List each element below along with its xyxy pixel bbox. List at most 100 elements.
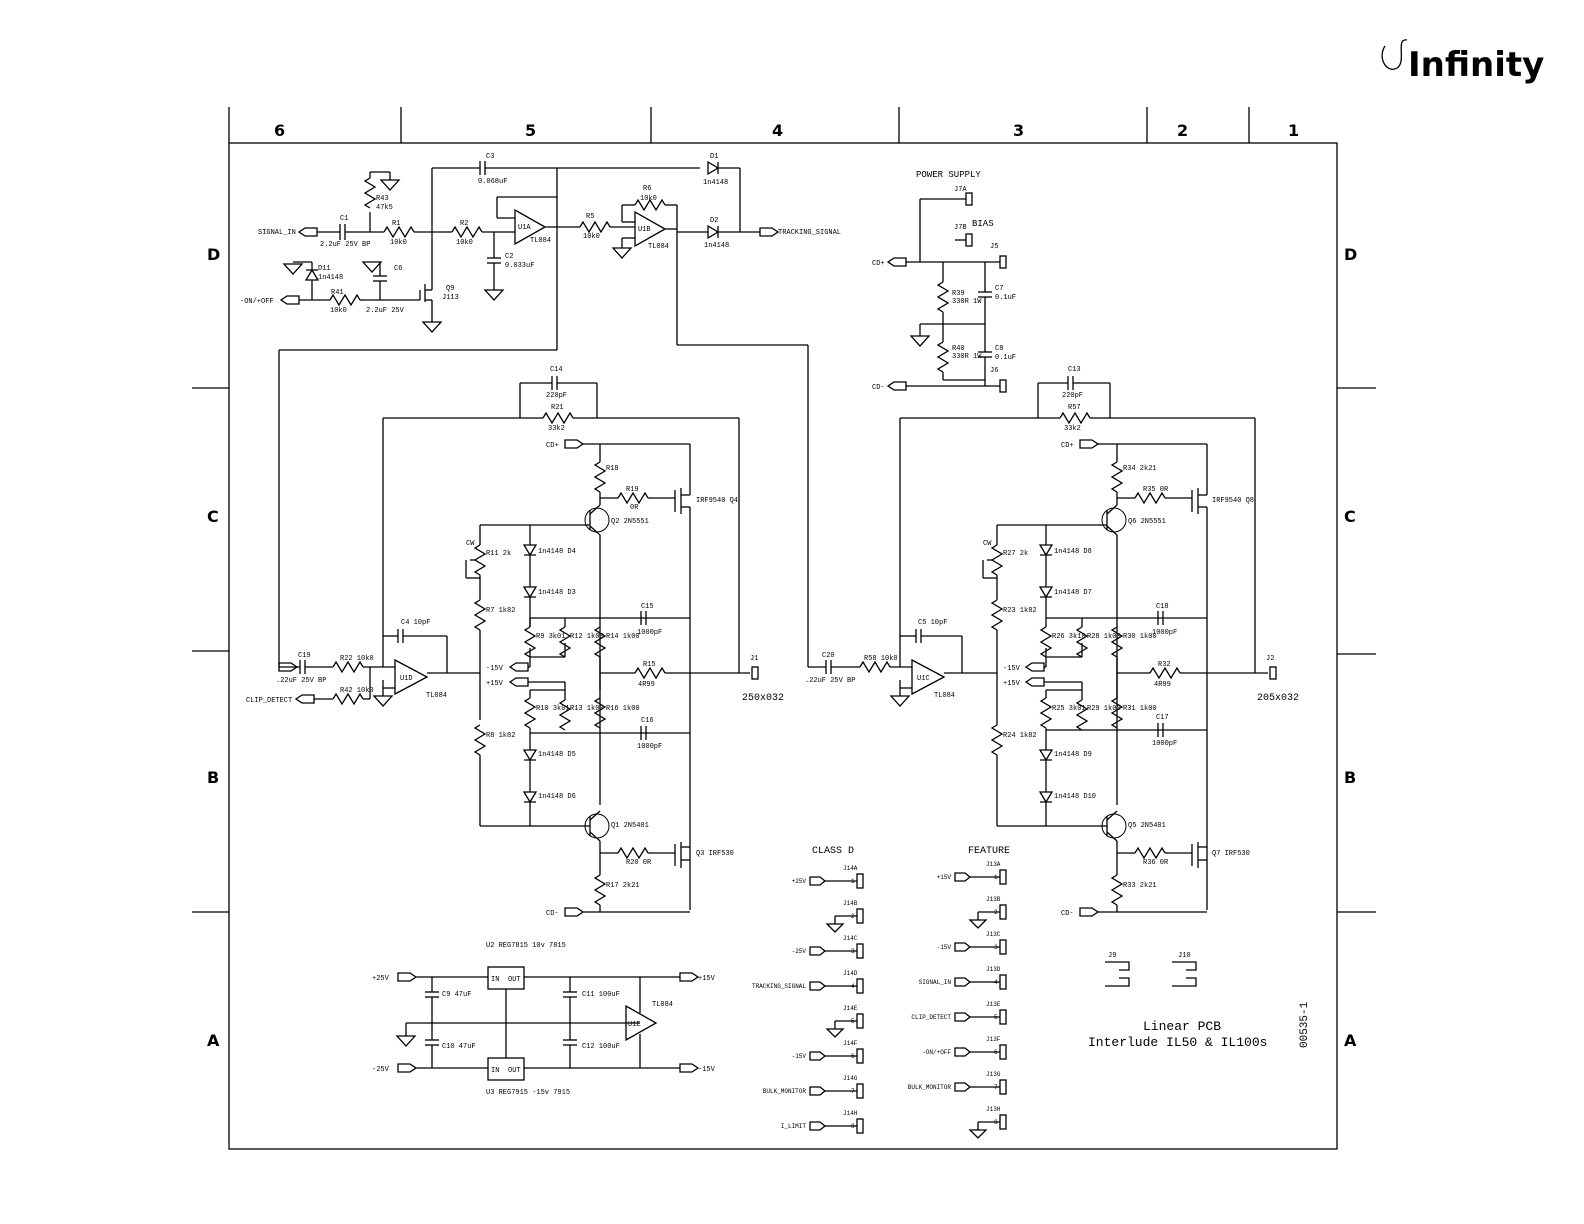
pin-net-label: TRACKING_SIGNAL bbox=[752, 983, 806, 990]
pin-ref: J14H bbox=[843, 1110, 858, 1117]
title-line-2: Interlude IL50 & IL100s bbox=[1088, 1035, 1267, 1050]
regulators: +25V IN OUT U2 REG7815 10v 7815 +15V C9 … bbox=[372, 942, 716, 1097]
r31-ref: R31 1k00 bbox=[1123, 705, 1157, 713]
bias-title: BIAS bbox=[972, 219, 994, 229]
u1c-part: TL084 bbox=[934, 692, 955, 700]
r10-ref: R10 3k01 bbox=[536, 705, 570, 713]
c19-value: .22uF 25V BP bbox=[276, 677, 326, 685]
d7-diode bbox=[1038, 586, 1054, 599]
r39-value: 330R 1W bbox=[952, 298, 982, 306]
r41-value: 10k0 bbox=[330, 307, 347, 315]
class-d-title: CLASS D bbox=[812, 846, 854, 857]
r36-ref: R36 0R bbox=[1143, 859, 1169, 867]
d5-ref: 1n4148 D5 bbox=[538, 751, 576, 759]
u1d-part: TL084 bbox=[426, 692, 447, 700]
pin-ref: J13F bbox=[986, 1036, 1001, 1043]
c3-ref: C3 bbox=[486, 153, 494, 161]
j10-ref: J10 bbox=[1178, 952, 1191, 960]
r57-value: 33k2 bbox=[1064, 425, 1081, 433]
j6-ref: J6 bbox=[990, 367, 998, 375]
net-minus-15v: -15V bbox=[486, 665, 504, 673]
j1-value: 250x032 bbox=[742, 693, 784, 704]
net-signal-in: SIGNAL_IN bbox=[258, 229, 296, 237]
r15-ref: R15 bbox=[643, 661, 656, 669]
r14-ref: R14 1k00 bbox=[606, 633, 640, 641]
r23-ref: R23 1k82 bbox=[1003, 607, 1037, 615]
c16-ref: C16 bbox=[641, 717, 654, 725]
u1c-ref: U1C bbox=[917, 675, 930, 683]
row-label: A bbox=[1344, 1031, 1357, 1050]
logo-text: Infinity bbox=[1408, 45, 1544, 85]
power-supply: POWER SUPPLY BIAS J7A J7B CD+ J5 R39 330… bbox=[872, 170, 1016, 393]
r27-ref: R27 2k bbox=[1003, 550, 1028, 558]
column-label: 1 bbox=[1288, 121, 1299, 140]
c9-ref: C9 47uF bbox=[442, 991, 471, 999]
pin-ref: J14D bbox=[843, 970, 858, 977]
c14-value: 220pF bbox=[546, 392, 567, 400]
c3-value: 0.068uF bbox=[478, 178, 507, 186]
title-line-1: Linear PCB bbox=[1143, 1019, 1221, 1034]
net-minus-15v: -15V bbox=[1003, 665, 1021, 673]
feature-pin-list: J13A1+15VJ13B2J13C3-15VJ13D4SIGNAL_INJ13… bbox=[908, 861, 1007, 1139]
r6-value: 10k0 bbox=[640, 195, 657, 203]
net-clip-detect: CLIP_DETECT bbox=[246, 697, 292, 705]
r7-ref: R7 1k82 bbox=[486, 607, 515, 615]
u1e-opamp bbox=[625, 1004, 658, 1042]
c18-value: 1000pF bbox=[1152, 629, 1177, 637]
j2-value: 205x032 bbox=[1257, 693, 1299, 704]
pin-ref: J14E bbox=[843, 1005, 858, 1012]
document-number: 00535-1 bbox=[1299, 1001, 1311, 1048]
q4-ref: IRF9540 Q4 bbox=[696, 497, 738, 505]
r20-ref: R20 0R bbox=[626, 859, 652, 867]
pin-net-label: +15V bbox=[937, 874, 952, 881]
r15-value: 4R99 bbox=[638, 681, 655, 689]
d2-ref: D2 bbox=[710, 217, 718, 225]
infinity-logo: Infinity bbox=[1381, 39, 1544, 85]
ground-icon bbox=[968, 919, 988, 929]
pin-net-label: -15V bbox=[792, 1053, 807, 1060]
row-label: D bbox=[207, 245, 220, 264]
pin-ref: J14C bbox=[843, 935, 858, 942]
c4-ref: C4 10pF bbox=[401, 619, 430, 627]
d8-diode bbox=[1038, 544, 1054, 557]
r32-value: 4R99 bbox=[1154, 681, 1171, 689]
column-label: 5 bbox=[525, 121, 536, 140]
d2-value: 1n4148 bbox=[704, 242, 729, 250]
r19-ref: R19 bbox=[626, 486, 639, 494]
u1d-opamp bbox=[394, 658, 429, 696]
c8-value: 0.1uF bbox=[995, 354, 1016, 362]
u1a-part: TL084 bbox=[530, 237, 551, 245]
pin-ref: J13D bbox=[986, 966, 1001, 973]
row-label: C bbox=[207, 507, 219, 526]
column-label: 4 bbox=[772, 121, 783, 140]
c13-ref: C13 bbox=[1068, 366, 1081, 374]
u1a-opamp bbox=[514, 208, 547, 246]
c14-ref: C14 bbox=[550, 366, 563, 374]
u1e-part: TL084 bbox=[652, 1001, 673, 1009]
r43-value: 47k5 bbox=[376, 204, 393, 212]
connector-headers: CLASS D FEATURE J14A1+25VJ14B2J14C3-25VJ… bbox=[752, 846, 1197, 1139]
r18-ref: R18 bbox=[606, 465, 619, 473]
pin-net-label: BULK_MONITOR bbox=[763, 1088, 807, 1095]
u1e-ref: U1E bbox=[628, 1021, 641, 1029]
right-amplifier: C13 220pF R57 33k2 CD+ R34 2k21 R35 0R I… bbox=[805, 366, 1299, 918]
u2-ref: U2 REG7815 10v 7815 bbox=[486, 942, 566, 950]
c20-value: .22uF 25V BP bbox=[805, 677, 855, 685]
pin-net-label: CLIP_DETECT bbox=[911, 1014, 951, 1021]
pin-ref: J13G bbox=[986, 1071, 1001, 1078]
r17-ref: R17 2k21 bbox=[606, 882, 640, 890]
c15-ref: C15 bbox=[641, 603, 654, 611]
d1-value: 1n4148 bbox=[703, 179, 728, 187]
r40-ref: R40 bbox=[952, 345, 965, 353]
u2-out-pin: OUT bbox=[508, 976, 521, 984]
pin-ref: J14G bbox=[843, 1075, 858, 1082]
pin-ref: J13A bbox=[986, 861, 1001, 868]
c1-ref: C1 bbox=[340, 215, 348, 223]
u1b-part: TL084 bbox=[648, 243, 669, 251]
q2-ref: Q2 2N5551 bbox=[611, 518, 649, 526]
q6-ref: Q6 2N5551 bbox=[1128, 518, 1166, 526]
d11-diode bbox=[304, 268, 320, 281]
j5-ref: J5 bbox=[990, 243, 998, 251]
